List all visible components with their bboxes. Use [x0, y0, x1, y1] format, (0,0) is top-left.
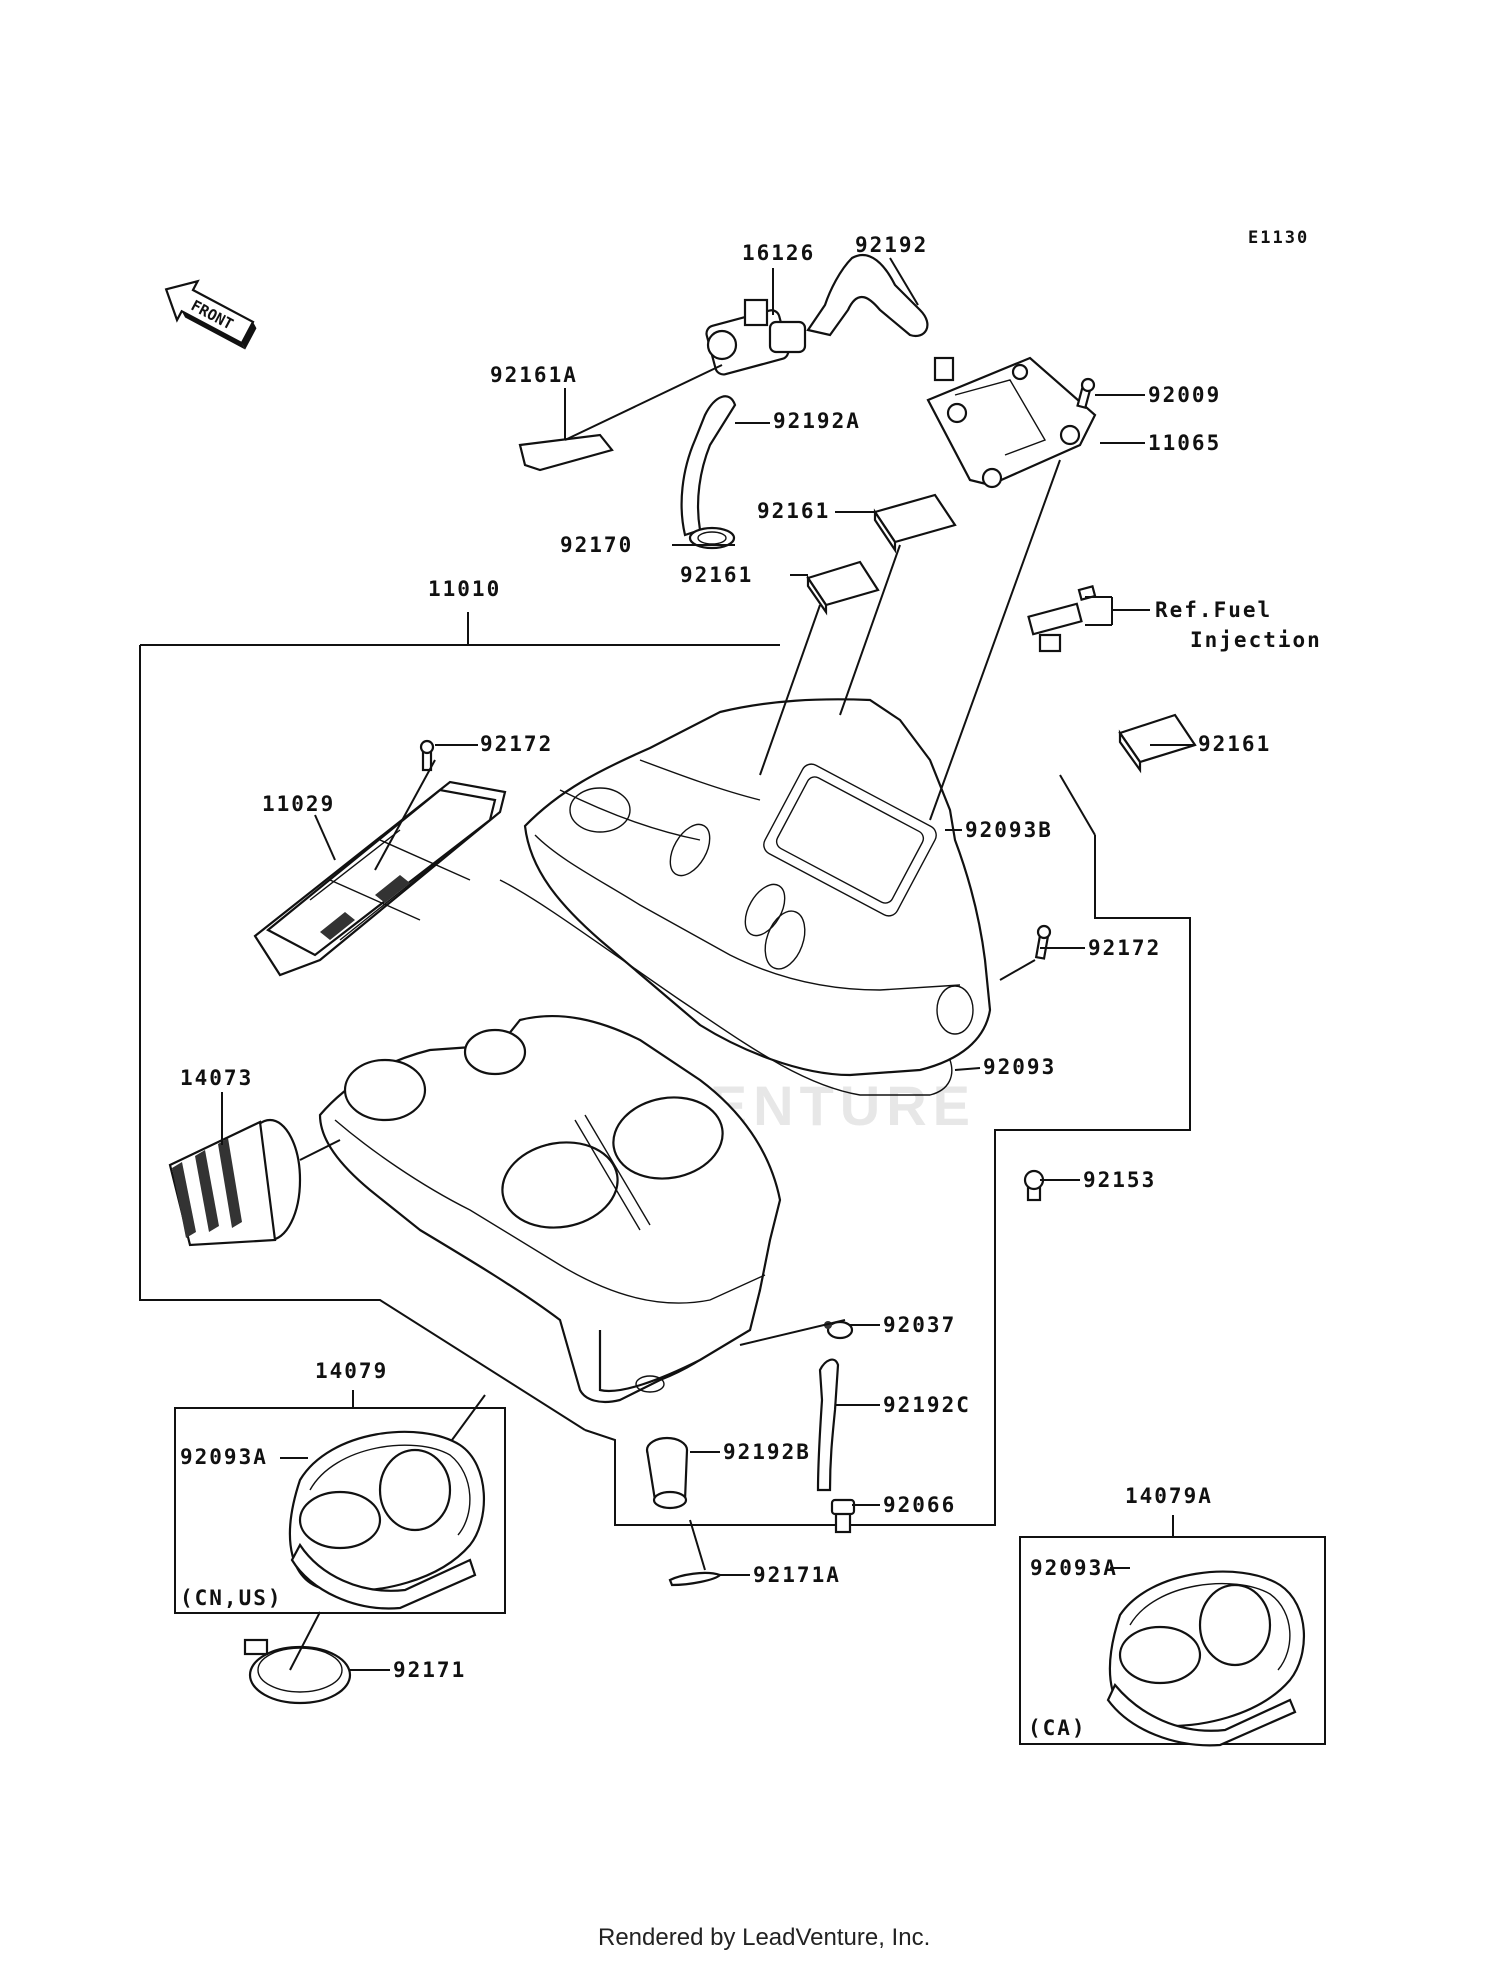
- screw-92009: [1076, 377, 1096, 410]
- hose-92192c: [816, 1358, 840, 1492]
- label-92153: 92153: [1083, 1168, 1156, 1192]
- drain-92192b: [645, 1436, 689, 1510]
- ref-fuel-label: Ref.Fuel: [1155, 598, 1272, 622]
- label-14079a: 14079A: [1125, 1484, 1213, 1508]
- note-cn-us: (CN,US): [180, 1586, 283, 1610]
- kit-14079a-box: [1019, 1515, 1326, 1747]
- pad-92161-a: [873, 493, 957, 554]
- label-92172-right: 92172: [1088, 936, 1161, 960]
- label-11029: 11029: [262, 792, 335, 816]
- label-92172-top: 92172: [480, 732, 553, 756]
- label-14079: 14079: [315, 1359, 388, 1383]
- ref-injection-label: Injection: [1190, 628, 1322, 652]
- clamp-92171: [243, 1611, 352, 1705]
- plug-92066: [830, 1498, 856, 1534]
- label-92093a-left: 92093A: [180, 1445, 268, 1469]
- screw-92153: [1023, 1169, 1045, 1202]
- label-92161-right: 92161: [1198, 732, 1271, 756]
- label-92009: 92009: [1148, 383, 1221, 407]
- label-92171a: 92171A: [753, 1563, 841, 1587]
- leader-lines: [221, 257, 1195, 1671]
- pad-92161-b: [806, 560, 880, 616]
- label-92171: 92171: [393, 1658, 466, 1682]
- note-ca: (CA): [1028, 1716, 1087, 1740]
- group-bracket-lines: [139, 612, 1191, 1526]
- front-arrow-icon: FRONT: [164, 279, 257, 350]
- element-11029: [253, 780, 507, 977]
- kit-14079-box: [174, 1390, 506, 1614]
- label-92161-top: 92161: [757, 499, 830, 523]
- part-labels: 16126 92192 92161A 92192A 92009 11065 92…: [180, 233, 1322, 1740]
- screw-92172-a: [419, 739, 435, 772]
- label-14073: 14073: [180, 1066, 253, 1090]
- label-92161-mid: 92161: [680, 563, 753, 587]
- fuel-injection-ref-parts: [1027, 585, 1150, 653]
- label-92093a-right: 92093A: [1030, 1556, 1118, 1580]
- label-92192: 92192: [855, 233, 928, 257]
- label-92192a: 92192A: [773, 409, 861, 433]
- gasket-92093: [499, 879, 953, 1096]
- label-11065: 11065: [1148, 431, 1221, 455]
- valve-16126: [705, 298, 807, 376]
- clamp-92171a: [668, 1519, 723, 1587]
- hose-92192: [806, 253, 929, 338]
- duct-14073: [168, 1118, 341, 1247]
- hose-92192a: [680, 395, 737, 537]
- label-92093b: 92093B: [965, 818, 1053, 842]
- pad-92161a: [518, 433, 614, 472]
- label-92161a: 92161A: [490, 363, 578, 387]
- label-92192c: 92192C: [883, 1393, 971, 1417]
- label-16126: 16126: [742, 241, 815, 265]
- lower-housing: [318, 1014, 782, 1404]
- cover-11065: [926, 356, 1097, 489]
- diagram-code: E1130: [1248, 228, 1309, 248]
- label-11010: 11010: [428, 577, 501, 601]
- pad-92161-c: [1118, 713, 1197, 774]
- label-92066: 92066: [883, 1493, 956, 1517]
- label-92037: 92037: [883, 1313, 956, 1337]
- label-92192b: 92192B: [723, 1440, 811, 1464]
- footer-credit: Rendered by LeadVenture, Inc.: [598, 1924, 930, 1951]
- upper-housing-11010: [523, 698, 992, 1077]
- label-92170: 92170: [560, 533, 633, 557]
- screw-92172-b: [1034, 924, 1052, 960]
- label-92093: 92093: [983, 1055, 1056, 1079]
